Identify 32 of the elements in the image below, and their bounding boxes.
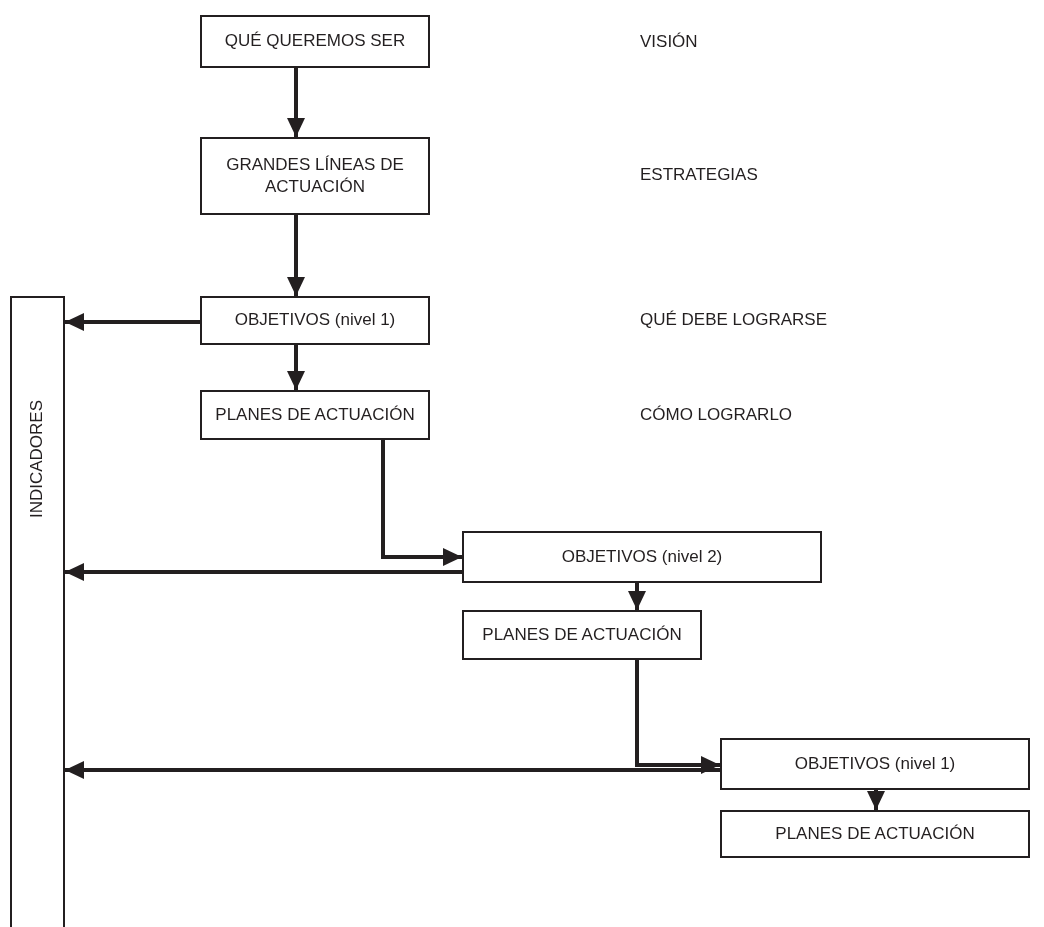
process-box	[462, 610, 702, 660]
node-label: INDICADORES	[26, 400, 48, 519]
node-label: PLANES DE ACTUACIÓN	[481, 623, 683, 646]
process-box	[720, 810, 1030, 858]
process-box	[200, 15, 430, 68]
arrow	[287, 345, 305, 390]
arrow	[381, 440, 462, 566]
process-box	[462, 531, 822, 583]
side-label: VISIÓN	[640, 32, 698, 52]
node-label: PLANES DE ACTUACIÓN	[774, 822, 976, 845]
arrow	[287, 215, 305, 296]
arrow	[628, 583, 646, 610]
node-label: PLANES DE ACTUACIÓN	[214, 403, 416, 426]
node-label: OBJETIVOS (nivel 2)	[560, 545, 724, 568]
process-box	[200, 137, 430, 215]
arrow	[65, 761, 720, 779]
arrow	[287, 68, 305, 137]
side-label: QUÉ DEBE LOGRARSE	[640, 310, 828, 330]
process-box	[720, 738, 1030, 790]
vertical-bar	[10, 296, 65, 927]
node-label: OBJETIVOS (nivel 1)	[233, 309, 397, 332]
process-box	[200, 296, 430, 345]
side-label: ESTRATEGIAS	[640, 165, 758, 185]
node-label: GRANDES LÍNEAS DE ACTUACIÓN	[225, 153, 405, 198]
side-label: CÓMO LOGRARLO	[640, 405, 793, 425]
arrow	[65, 313, 200, 331]
arrow	[635, 660, 720, 774]
process-box	[200, 390, 430, 440]
node-label: OBJETIVOS (nivel 1)	[793, 752, 957, 775]
arrow	[867, 790, 885, 810]
arrow	[65, 563, 462, 581]
node-label: QUÉ QUEREMOS SER	[223, 30, 407, 53]
